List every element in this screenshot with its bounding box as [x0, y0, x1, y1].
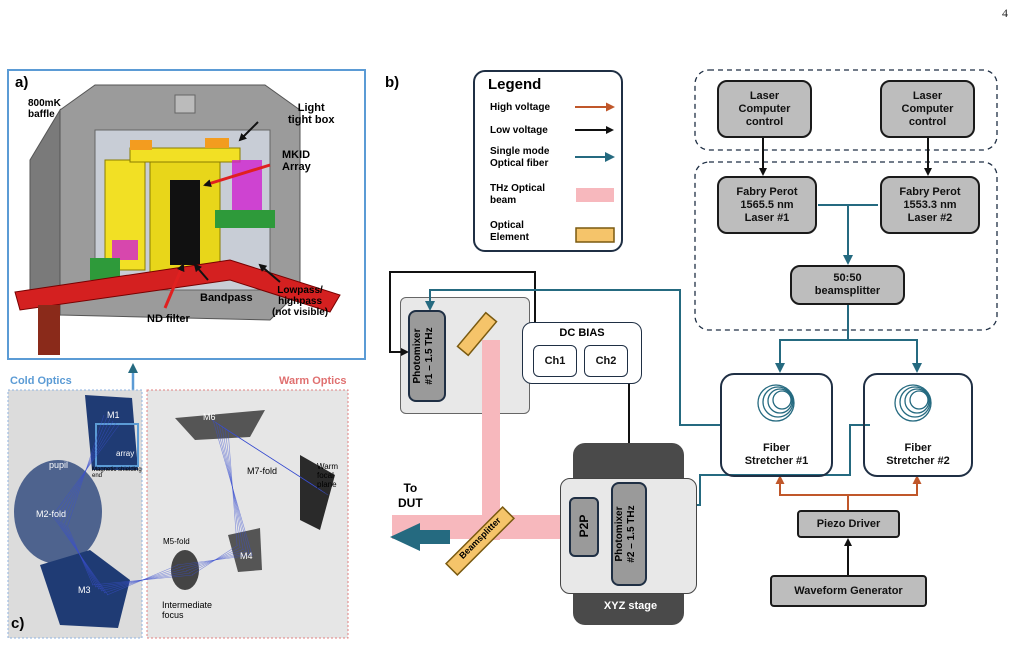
label-bandpass: Bandpass: [200, 292, 253, 304]
label-lowpass: Lowpass/ highpass (not visible): [272, 285, 329, 318]
beamsplitter-element: [444, 505, 516, 577]
laser-source-group: [694, 161, 998, 331]
legend-optical-element: Optical Element: [490, 220, 529, 243]
panel-label-c: c): [11, 615, 25, 632]
m2-fold-mirror: [14, 460, 102, 564]
photomixer-2-label: Photomixer #2 – 1.5 THz: [614, 505, 637, 563]
fiber-split-s1: [775, 305, 849, 373]
label-mkid-array: MKID Array: [282, 149, 311, 173]
panel-c: [7, 389, 349, 639]
red-base-plate: [14, 259, 341, 313]
ray-line: [106, 564, 179, 596]
leader-bandpass: [193, 263, 209, 281]
page-number: 4: [1002, 6, 1008, 20]
ray-line: [52, 424, 120, 516]
fiber-stretcher-2-box: [863, 373, 973, 477]
ray-line: [191, 544, 239, 576]
m3-mirror: [40, 550, 130, 628]
fiber-s1-photomixer1: [425, 289, 720, 426]
warm-focal-plane-shape: [300, 455, 335, 530]
xyz-stage-label: XYZ stage: [603, 600, 658, 612]
label-m1: M1: [107, 410, 120, 420]
fiber-stretcher-1-box: [720, 373, 833, 477]
photomixer-2-box: [611, 482, 647, 586]
to-dut-arrow: [390, 523, 420, 551]
label-array: array: [116, 449, 135, 458]
dc-bias-label: DC BIAS: [559, 327, 605, 339]
leader-lowpass: [258, 263, 281, 283]
label-m4: M4: [240, 551, 253, 561]
laser-control-group: [694, 69, 998, 151]
to-dut-arrow-tail: [420, 530, 450, 544]
laser-control-1: Laser Computer control: [717, 80, 812, 138]
label-m3: M3: [78, 585, 91, 595]
fiber-stretcher-2-label: Fiber Stretcher #2: [886, 442, 950, 467]
m5-fold-mirror: [171, 550, 199, 590]
leader-nd: [163, 263, 185, 309]
legend-low-voltage: Low voltage: [490, 125, 548, 136]
top-bar: [129, 147, 241, 163]
p2p-label: P2P: [577, 514, 591, 538]
hv-stretcher2: [848, 475, 922, 496]
orange-block-2: [205, 138, 229, 148]
orange-block-1: [130, 140, 152, 150]
hv-stretcher1: [775, 475, 849, 510]
legend-thz-beam: THz Optical beam: [490, 183, 546, 206]
waveform-generator: Waveform Generator: [770, 575, 927, 607]
legend-high-voltage: High voltage: [490, 102, 551, 113]
splitter-50-50: 50:50 beamsplitter: [790, 265, 905, 305]
fiber-stretcher-1-label: Fiber Stretcher #1: [744, 442, 809, 467]
label-magnetic: Magnetic shielding end: [92, 467, 142, 479]
label-intermediate-focus: Intermediate focus: [162, 600, 213, 620]
channel-1: Ch1: [533, 345, 577, 377]
fiber-split-s2: [848, 339, 922, 373]
mkid-array-shape: [170, 180, 200, 265]
label-light-tight-box: Light tight box: [288, 102, 335, 126]
label-nd-filter: ND filter: [147, 313, 190, 325]
coil-stretcher-1: [757, 384, 795, 422]
photomixer-1-label: Photomixer #1 – 1.5 THz: [412, 327, 435, 385]
thz-beam-vertical: [482, 340, 500, 540]
fiber-fp1-split: [818, 204, 853, 265]
green-part: [215, 210, 275, 228]
label-warm-focal-plane: Warm focal plane: [317, 462, 339, 489]
fabry-perot-2: Fabry Perot 1553.3 nm Laser #2: [880, 176, 980, 234]
label-pupil: pupil: [49, 460, 69, 470]
panel-label-a: a): [15, 74, 29, 91]
fabry-perot-1: Fabry Perot 1565.5 nm Laser #1: [717, 176, 817, 234]
p2p-box: [569, 497, 599, 557]
label-m6: M6: [203, 412, 216, 422]
panel-a: [7, 69, 366, 360]
optical-rays: [51, 414, 329, 596]
panel-label-b: b): [385, 74, 400, 91]
legend-title: Legend: [488, 76, 542, 93]
legend-element-swatch: [575, 227, 615, 243]
optical-element-pm1: [456, 311, 498, 357]
label-warm-optics: Warm Optics: [279, 375, 347, 387]
label-m7: M7-fold: [247, 466, 278, 476]
magenta-part-2: [112, 240, 138, 260]
leader-light-tight-box: [238, 121, 259, 142]
label-m5: M5-fold: [163, 537, 190, 546]
label-m2: M2-fold: [36, 509, 67, 519]
legend-beam-swatch: [576, 188, 614, 202]
coil-stretcher-2: [894, 384, 932, 422]
green-part-2: [90, 258, 120, 280]
legend-fiber: Single mode Optical fiber: [490, 146, 550, 169]
laser-control-2: Laser Computer control: [880, 80, 975, 138]
leader-mkid: [203, 163, 271, 188]
top-connector: [174, 94, 196, 114]
ray-line: [226, 429, 314, 486]
photomixer-1-box: [408, 310, 446, 402]
legend-box: [473, 70, 623, 252]
label-baffle: 800mK baffle: [28, 98, 61, 120]
to-dut-label: To DUT: [398, 481, 423, 510]
label-cold-optics: Cold Optics: [10, 375, 72, 387]
mount-post: [38, 305, 60, 355]
ray-line: [66, 524, 94, 586]
piezo-driver: Piezo Driver: [797, 510, 900, 538]
ray-line: [212, 419, 253, 556]
channel-2: Ch2: [584, 345, 628, 377]
